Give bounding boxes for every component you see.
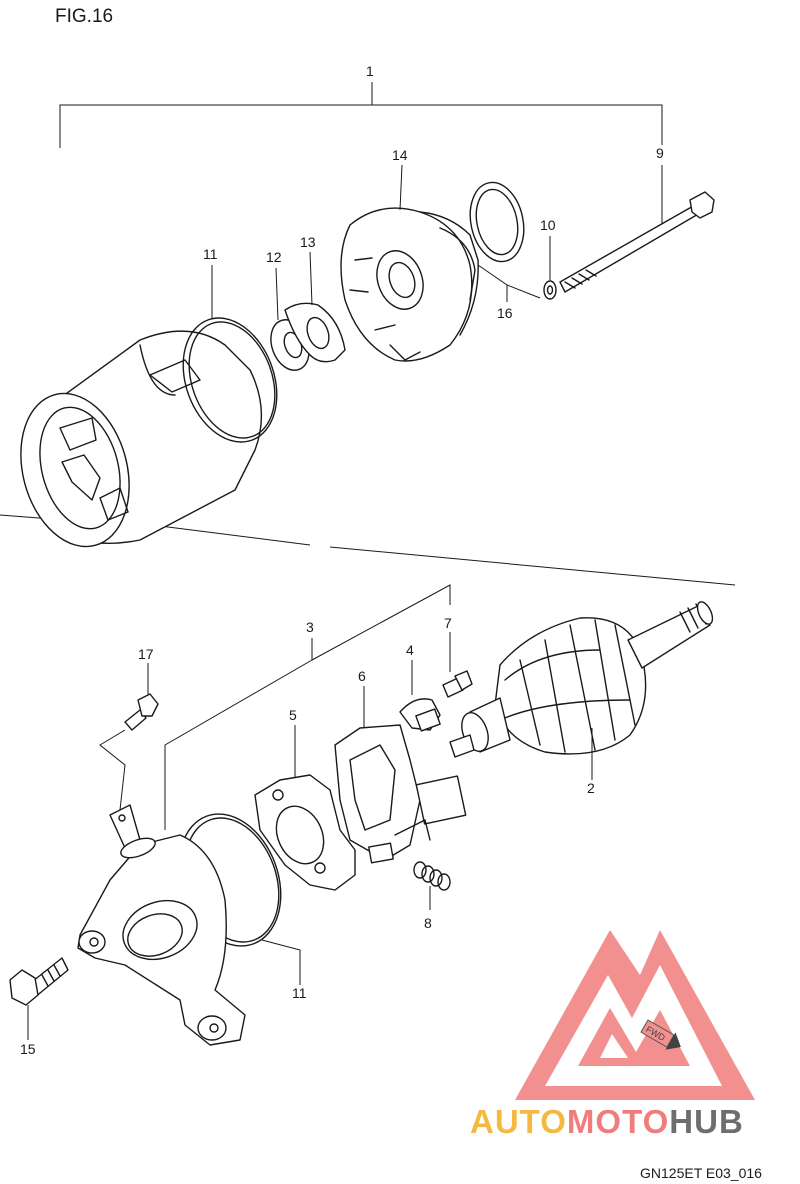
- callout-9: 9: [656, 145, 664, 161]
- callout-11-upper: 11: [203, 246, 218, 262]
- end-cover-14: [340, 207, 479, 362]
- spring-8: [413, 861, 451, 891]
- watermark-moto: MOTO: [567, 1103, 669, 1140]
- through-bolt-9: [559, 191, 715, 293]
- callout-14: 14: [392, 147, 408, 163]
- plate-13: [284, 302, 346, 363]
- drawing-code: GN125ET E03_016: [640, 1165, 762, 1181]
- armature-2: [449, 601, 714, 758]
- callout-2: 2: [587, 780, 595, 796]
- callout-8: 8: [424, 915, 432, 931]
- watermark-text: AUTOMOTOHUB: [470, 1103, 744, 1140]
- figure-title: FIG.16: [55, 6, 113, 27]
- watermark-auto: AUTO: [470, 1103, 567, 1140]
- washer-10: [543, 280, 557, 300]
- motor-yoke-housing: [20, 330, 263, 548]
- bolt-15: [9, 957, 69, 1006]
- callout-5: 5: [289, 707, 297, 723]
- gasket-16: [469, 181, 525, 263]
- screw-7: [442, 670, 473, 698]
- callout-17: 17: [138, 646, 154, 662]
- brush-holder-6: [334, 724, 467, 864]
- watermark-hub: HUB: [669, 1103, 744, 1140]
- callout-4: 4: [406, 642, 414, 658]
- callout-15: 15: [20, 1041, 36, 1057]
- callout-13: 13: [300, 234, 316, 250]
- callout-3: 3: [306, 619, 314, 635]
- callout-1: 1: [366, 63, 374, 79]
- bolt-17: [124, 693, 159, 731]
- callout-10: 10: [540, 217, 556, 233]
- leader-lines: [27, 164, 593, 1040]
- brush-4: [399, 698, 441, 732]
- front-housing-3: [77, 804, 246, 1046]
- callout-11-lower: 11: [292, 985, 307, 1001]
- callout-7: 7: [444, 615, 452, 631]
- callout-16: 16: [497, 305, 513, 321]
- callout-6: 6: [358, 668, 366, 684]
- o-ring-11-upper: [182, 317, 278, 443]
- plate-5: [254, 774, 356, 891]
- callout-labels: 1 2 3 4 5 6 7 8 9 10 11 11 12 13 14 15 1…: [20, 63, 664, 1057]
- callout-12: 12: [266, 249, 282, 265]
- automotohub-logo-icon: FWD: [515, 930, 755, 1100]
